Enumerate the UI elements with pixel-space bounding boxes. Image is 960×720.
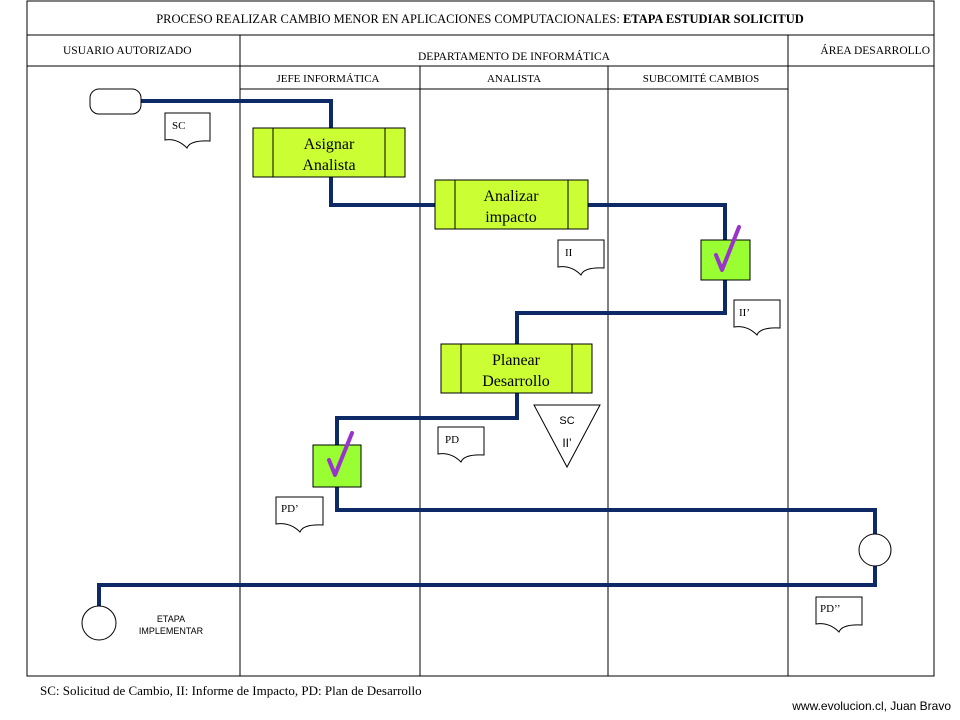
- check-icon: [714, 225, 741, 272]
- legend-text: SC: Solicitud de Cambio, II: Informe de …: [40, 683, 422, 698]
- process-label: Analizar: [483, 188, 539, 205]
- process-analizar-impacto[interactable]: Analizar impacto: [434, 179, 589, 230]
- process-label: impacto: [485, 209, 537, 226]
- flow-line: [588, 203, 727, 240]
- process-asignar-analista[interactable]: Asignar Analista: [252, 127, 406, 178]
- flow-line: [515, 280, 727, 344]
- process-planear-desarrollo[interactable]: Planear Desarrollo: [440, 343, 593, 394]
- process-label: Asignar: [304, 136, 355, 153]
- document-label: SC: [172, 120, 185, 132]
- flow-line: [335, 487, 877, 535]
- document-label: PD’’: [820, 603, 841, 615]
- flow-line: [335, 393, 519, 445]
- approval-box-subcomite[interactable]: [700, 225, 751, 281]
- start-terminator[interactable]: [89, 88, 142, 115]
- document-pd-double-prime[interactable]: PD’’: [815, 596, 863, 633]
- document-pd-prime[interactable]: PD’: [275, 496, 324, 533]
- approval-box-jefe[interactable]: [312, 431, 362, 488]
- document-label: II: [565, 247, 573, 259]
- archive-label: II’: [562, 436, 571, 450]
- check-icon: [327, 431, 354, 477]
- document-label: II’: [739, 307, 750, 319]
- end-connector[interactable]: [81, 605, 117, 641]
- document-label: PD’: [281, 503, 299, 515]
- document-ii[interactable]: II: [557, 239, 605, 276]
- lane-header-analista: ANALISTA: [487, 73, 541, 85]
- document-ii-prime[interactable]: II’: [733, 299, 781, 336]
- flow-lines: [97, 99, 877, 607]
- flow-line: [141, 99, 333, 128]
- lane-header-departamento: DEPARTAMENTO DE INFORMÁTICA: [418, 49, 611, 63]
- lane-header-subcomite: SUBCOMITÉ CAMBIOS: [643, 73, 759, 85]
- lane-header-usuario: USUARIO AUTORIZADO: [63, 45, 192, 57]
- archive-triangle[interactable]: SC II’: [533, 404, 601, 469]
- end-connector-label: ETAPA: [157, 614, 185, 624]
- document-label: PD: [445, 434, 459, 446]
- document-pd[interactable]: PD: [437, 426, 485, 463]
- process-label: Analista: [302, 157, 355, 174]
- document-sc[interactable]: SC: [164, 112, 211, 149]
- lane-header-jefe: JEFE INFORMÁTICA: [277, 73, 380, 85]
- archive-label: SC: [559, 415, 574, 427]
- credit-text: www.evolucion.cl, Juan Bravo: [791, 699, 951, 713]
- off-page-connector[interactable]: [858, 533, 892, 567]
- flow-line: [97, 565, 877, 607]
- lane-header-area: ÁREA DESARROLLO: [820, 43, 930, 57]
- flow-line: [329, 177, 435, 207]
- swimlane-frame: [26, 0, 935, 677]
- diagram-title: PROCESO REALIZAR CAMBIO MENOR EN APLICAC…: [156, 12, 804, 26]
- end-connector-label: IMPLEMENTAR: [139, 626, 204, 636]
- process-label: Planear: [492, 352, 541, 369]
- process-label: Desarrollo: [482, 373, 550, 390]
